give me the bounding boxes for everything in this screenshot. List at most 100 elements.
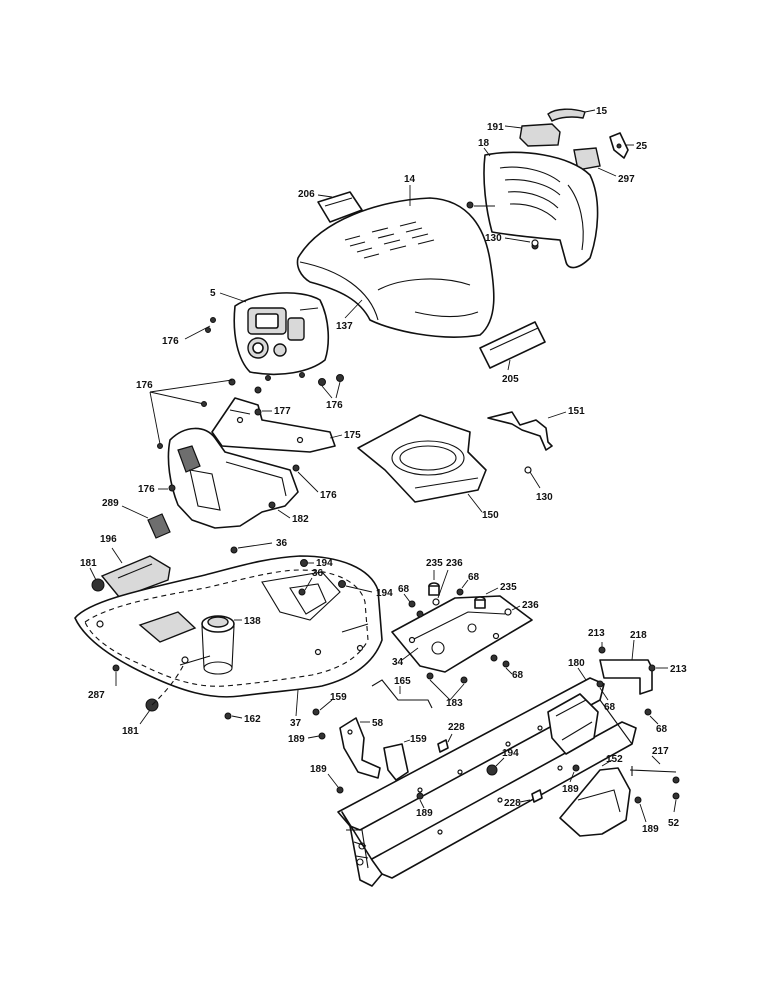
callout-14: 14 — [404, 174, 416, 185]
callout-177: 177 — [274, 406, 291, 417]
callout-68-d: 68 — [604, 702, 616, 713]
part-130-screw-upper — [504, 237, 539, 247]
callout-189-d: 189 — [562, 784, 579, 795]
callout-213-b: 213 — [670, 664, 687, 675]
callout-181-upper: 181 — [80, 558, 97, 569]
part-218-bracket — [599, 639, 653, 695]
part-189-screw-a — [307, 732, 326, 740]
callout-5: 5 — [210, 288, 216, 299]
part-176-screws-dash — [228, 374, 344, 399]
callout-15: 15 — [596, 106, 608, 117]
part-196-pad — [100, 547, 171, 599]
part-151-bracket — [487, 411, 567, 451]
callout-194-right: 194 — [376, 588, 393, 599]
callout-181-lower: 181 — [122, 726, 139, 737]
part-175-bracket — [211, 397, 343, 453]
callout-176-lower: 176 — [320, 490, 337, 501]
callout-152: 152 — [606, 754, 623, 765]
callout-25: 25 — [636, 141, 648, 152]
part-25-bracket — [609, 132, 634, 159]
callout-176-right: 176 — [326, 400, 343, 411]
part-287-screw — [112, 664, 120, 686]
callout-130-lower: 130 — [536, 492, 553, 503]
part-162-screw — [224, 712, 243, 720]
callout-176-dash: 176 — [162, 336, 179, 347]
callout-182: 182 — [292, 514, 309, 525]
part-138-cap — [201, 615, 242, 675]
part-189-screw-b — [327, 773, 344, 794]
callout-18: 18 — [478, 138, 490, 149]
part-18-grille — [466, 147, 599, 269]
callout-189-a: 189 — [288, 734, 305, 745]
callout-194-upper: 194 — [316, 558, 333, 569]
callout-68-b: 68 — [398, 584, 410, 595]
callout-58: 58 — [372, 718, 384, 729]
callout-165: 165 — [394, 676, 411, 687]
part-36-screw-a — [230, 542, 273, 554]
callout-176-left: 176 — [138, 484, 155, 495]
callout-287: 287 — [88, 690, 105, 701]
callout-189-e: 189 — [642, 824, 659, 835]
callout-138: 138 — [244, 616, 261, 627]
callout-228-a: 228 — [448, 722, 465, 733]
part-36-screw-b — [298, 577, 313, 596]
part-289-clip — [121, 505, 171, 539]
callout-130-upper: 130 — [485, 233, 502, 244]
part-58-bracket — [339, 717, 381, 779]
callout-labels: 15 191 25 18 297 206 14 130 5 176 137 20… — [80, 106, 687, 835]
callout-176-fan: 176 — [136, 380, 153, 391]
callout-68-a: 68 — [468, 572, 480, 583]
part-228-pin-b — [519, 789, 543, 803]
part-159-bracket — [383, 739, 411, 781]
callout-183: 183 — [446, 698, 463, 709]
callout-36-lower: 36 — [312, 568, 324, 579]
part-194-nut-a — [300, 559, 314, 567]
callout-68-e: 68 — [656, 724, 668, 735]
part-68-bolts-right — [596, 680, 659, 725]
callout-236-b: 236 — [522, 600, 539, 611]
part-176-leaders — [149, 379, 233, 449]
part-213-bolts — [598, 642, 668, 672]
part-165-rod — [371, 679, 433, 709]
part-189-screw-e — [634, 796, 647, 823]
callout-196: 196 — [100, 534, 117, 545]
callout-235-b: 235 — [500, 582, 517, 593]
part-181-knob-upper — [89, 567, 105, 592]
part-68-bolts — [403, 579, 513, 675]
part-180-frame — [337, 667, 637, 887]
callout-162: 162 — [244, 714, 261, 725]
part-194-nut-c — [486, 757, 505, 776]
callout-205: 205 — [502, 374, 519, 385]
part-235-spacer-b — [474, 587, 499, 609]
callout-159-b: 159 — [410, 734, 427, 745]
part-130-screw-lower — [524, 466, 541, 489]
part-236-washer-b — [504, 605, 521, 616]
part-159-screw — [312, 699, 333, 716]
callout-175: 175 — [344, 430, 361, 441]
callout-137: 137 — [336, 321, 353, 332]
part-228-pin-a — [437, 733, 453, 753]
callout-289: 289 — [102, 498, 119, 509]
callout-228-b: 228 — [504, 798, 521, 809]
callout-194-lower: 194 — [502, 748, 519, 759]
callout-191: 191 — [487, 122, 504, 133]
part-206-plate — [317, 191, 363, 223]
callout-297: 297 — [618, 174, 635, 185]
part-217-rod — [629, 755, 680, 813]
callout-218: 218 — [630, 630, 647, 641]
callout-213-a: 213 — [588, 628, 605, 639]
part-5-dash-panel — [184, 292, 330, 381]
callout-159-a: 159 — [330, 692, 347, 703]
callout-217: 217 — [652, 746, 669, 757]
part-189-screw-d — [569, 764, 580, 783]
callout-236-a: 236 — [446, 558, 463, 569]
part-191-block — [504, 123, 561, 147]
callout-34: 34 — [392, 657, 404, 668]
part-235-spacer-a — [428, 570, 440, 596]
callout-189-b: 189 — [310, 764, 327, 775]
part-182-dash-housing — [158, 427, 319, 529]
part-14-hood — [296, 185, 495, 338]
part-15-ornament — [547, 108, 596, 122]
callout-151: 151 — [568, 406, 585, 417]
part-177-screw — [254, 408, 272, 416]
